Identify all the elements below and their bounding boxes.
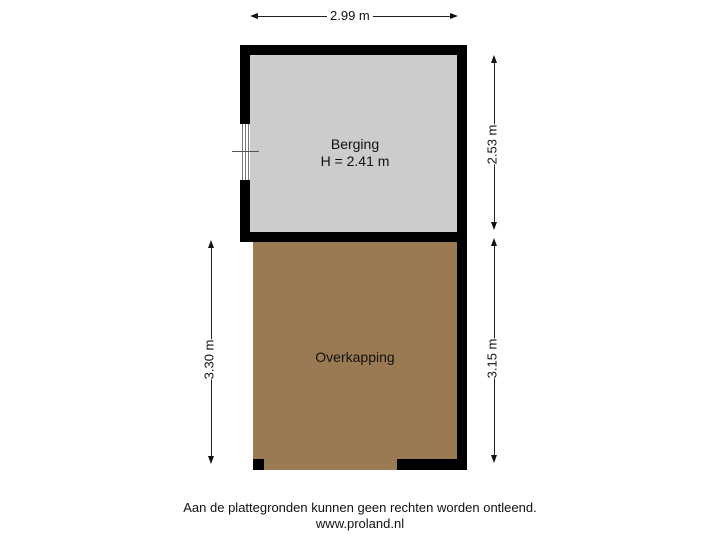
arrow-down-icon [491,222,497,230]
window-sill [232,151,259,152]
window [240,124,250,180]
room-overkapping [253,242,457,470]
arrow-up-icon [208,240,214,248]
arrow-down-icon [208,456,214,464]
dimension-label-top: 2.99 m [327,8,373,23]
wall-right [457,45,467,470]
room-label-berging: Berging H = 2.41 m [300,136,410,170]
arrow-up-icon [491,55,497,63]
wall-divider [240,232,457,242]
arrow-down-icon [491,455,497,463]
room-name-berging: Berging [330,136,380,152]
arrow-up-icon [491,238,497,246]
wall-bottom-right [397,459,467,470]
dimension-label-right-lower: 3.15 m [481,338,503,379]
arrow-right-icon [450,13,458,19]
footer-website: www.proland.nl [315,516,405,531]
arrow-left-icon [250,13,258,19]
wall-top [240,45,467,55]
dimension-label-left-lower: 3.30 m [198,339,220,380]
room-name-overkapping: Overkapping [315,349,395,365]
post-bottom-left [253,459,264,470]
dimension-label-right-upper: 2.53 m [481,124,503,165]
room-berging [250,55,457,232]
footer-disclaimer: Aan de plattegronden kunnen geen rechten… [183,500,537,515]
room-label-overkapping: Overkapping [295,349,415,366]
room-height-berging: H = 2.41 m [320,153,390,169]
